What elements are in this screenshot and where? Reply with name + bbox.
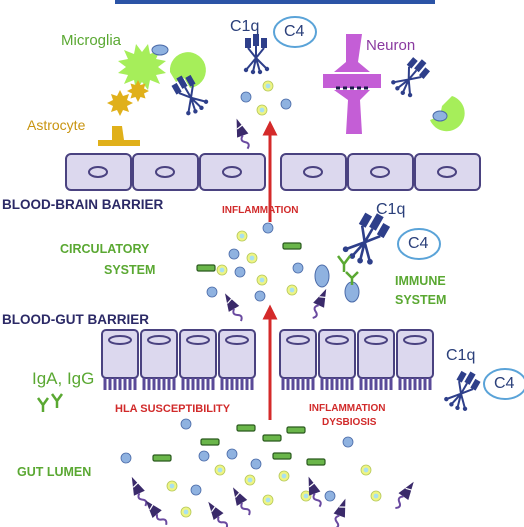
particle: [226, 448, 238, 460]
particle: [214, 464, 226, 476]
particle: [292, 262, 304, 274]
particle: [240, 91, 252, 103]
particle: [246, 252, 258, 264]
immune-label-2: SYSTEM: [395, 293, 447, 307]
particle: [180, 506, 192, 518]
immune-label-1: IMMUNE: [395, 274, 446, 288]
microglia-label: Microglia: [61, 32, 122, 49]
antibody-icon: [387, 52, 436, 102]
y-antibody-icon: [337, 255, 351, 272]
neuron-label: Neuron: [366, 37, 416, 54]
particle: [262, 80, 274, 92]
c1q-label-mid: C1q: [376, 201, 406, 218]
particle: [180, 418, 192, 430]
green-bar: [152, 454, 172, 462]
microglia-icon: [430, 96, 465, 132]
particle: [236, 230, 248, 242]
astrocyte-label: Astrocyte: [27, 117, 86, 133]
hla-susceptibility-label: HLA SUSCEPTIBILITY: [115, 403, 231, 415]
particle: [256, 274, 268, 286]
particle: [262, 222, 274, 234]
bacterium-icon: [229, 115, 255, 152]
particle: [324, 490, 336, 502]
particle: [254, 290, 266, 302]
green-bar: [200, 438, 220, 446]
inflammation-label: INFLAMMATION: [222, 205, 299, 216]
microvilli: [103, 378, 432, 390]
particle: [234, 266, 246, 278]
c4-label-mid: C4: [408, 235, 429, 252]
y-antibody-icon: [36, 397, 50, 412]
blood-brain-barrier-label: BLOOD-BRAIN BARRIER: [2, 197, 164, 212]
green-bar: [282, 242, 302, 250]
green-bar: [272, 452, 292, 460]
particle: [286, 284, 298, 296]
iga-igg-label: IgA, IgG: [32, 369, 95, 388]
y-antibody-icon: [345, 271, 359, 285]
particle: [256, 104, 268, 116]
c1q-icon: [441, 365, 486, 416]
circulatory-label-1: CIRCULATORY: [60, 242, 150, 256]
particle: [216, 264, 228, 276]
bacterium-icon: [202, 497, 233, 527]
circulatory-label-2: SYSTEM: [104, 263, 156, 277]
particle: [120, 452, 132, 464]
inflammation-dysbiosis-label-1: INFLAMMATION: [309, 403, 386, 414]
y-antibody-icon: [50, 393, 64, 408]
particle: [228, 248, 240, 260]
particle: [370, 490, 382, 502]
c1q-icon: [242, 33, 271, 76]
particle: [198, 450, 210, 462]
bacterium-icon: [306, 285, 333, 322]
c4-label-top: C4: [284, 23, 305, 40]
particle: [244, 474, 256, 486]
gut-lumen-label: GUT LUMEN: [17, 465, 92, 479]
bacterium-icon: [327, 495, 353, 527]
green-bar: [236, 424, 256, 432]
particle: [190, 484, 202, 496]
c4-label-low: C4: [494, 375, 515, 392]
particle: [206, 286, 218, 298]
green-bar: [306, 458, 326, 466]
inflammation-dysbiosis-label-2: DYSBIOSIS: [322, 417, 377, 428]
immune-cell: [314, 264, 330, 288]
green-bar: [196, 264, 216, 272]
c4-circle: [273, 16, 317, 48]
green-bar: [262, 434, 282, 442]
particle: [262, 494, 274, 506]
c1q-label-low: C1q: [446, 347, 476, 364]
c1q-label-top: C1q: [230, 18, 260, 35]
top-rule: [115, 0, 435, 4]
bacterium-icon: [218, 289, 248, 326]
green-bar: [286, 426, 306, 434]
c4-circle: [483, 368, 524, 400]
blood-brain-barrier-cells: [65, 153, 481, 191]
blood-gut-barrier-cells: [101, 329, 434, 379]
particle: [250, 458, 262, 470]
particle: [342, 436, 354, 448]
particle: [280, 98, 292, 110]
particle: [166, 480, 178, 492]
particle: [278, 470, 290, 482]
astrocyte-icon: [98, 80, 149, 146]
neuron-icon: [323, 34, 381, 134]
blood-gut-barrier-label: BLOOD-GUT BARRIER: [2, 312, 149, 327]
bacterium-icon: [226, 483, 256, 520]
c4-circle: [397, 228, 441, 260]
bacterium-icon: [389, 477, 420, 513]
particle: [360, 464, 372, 476]
